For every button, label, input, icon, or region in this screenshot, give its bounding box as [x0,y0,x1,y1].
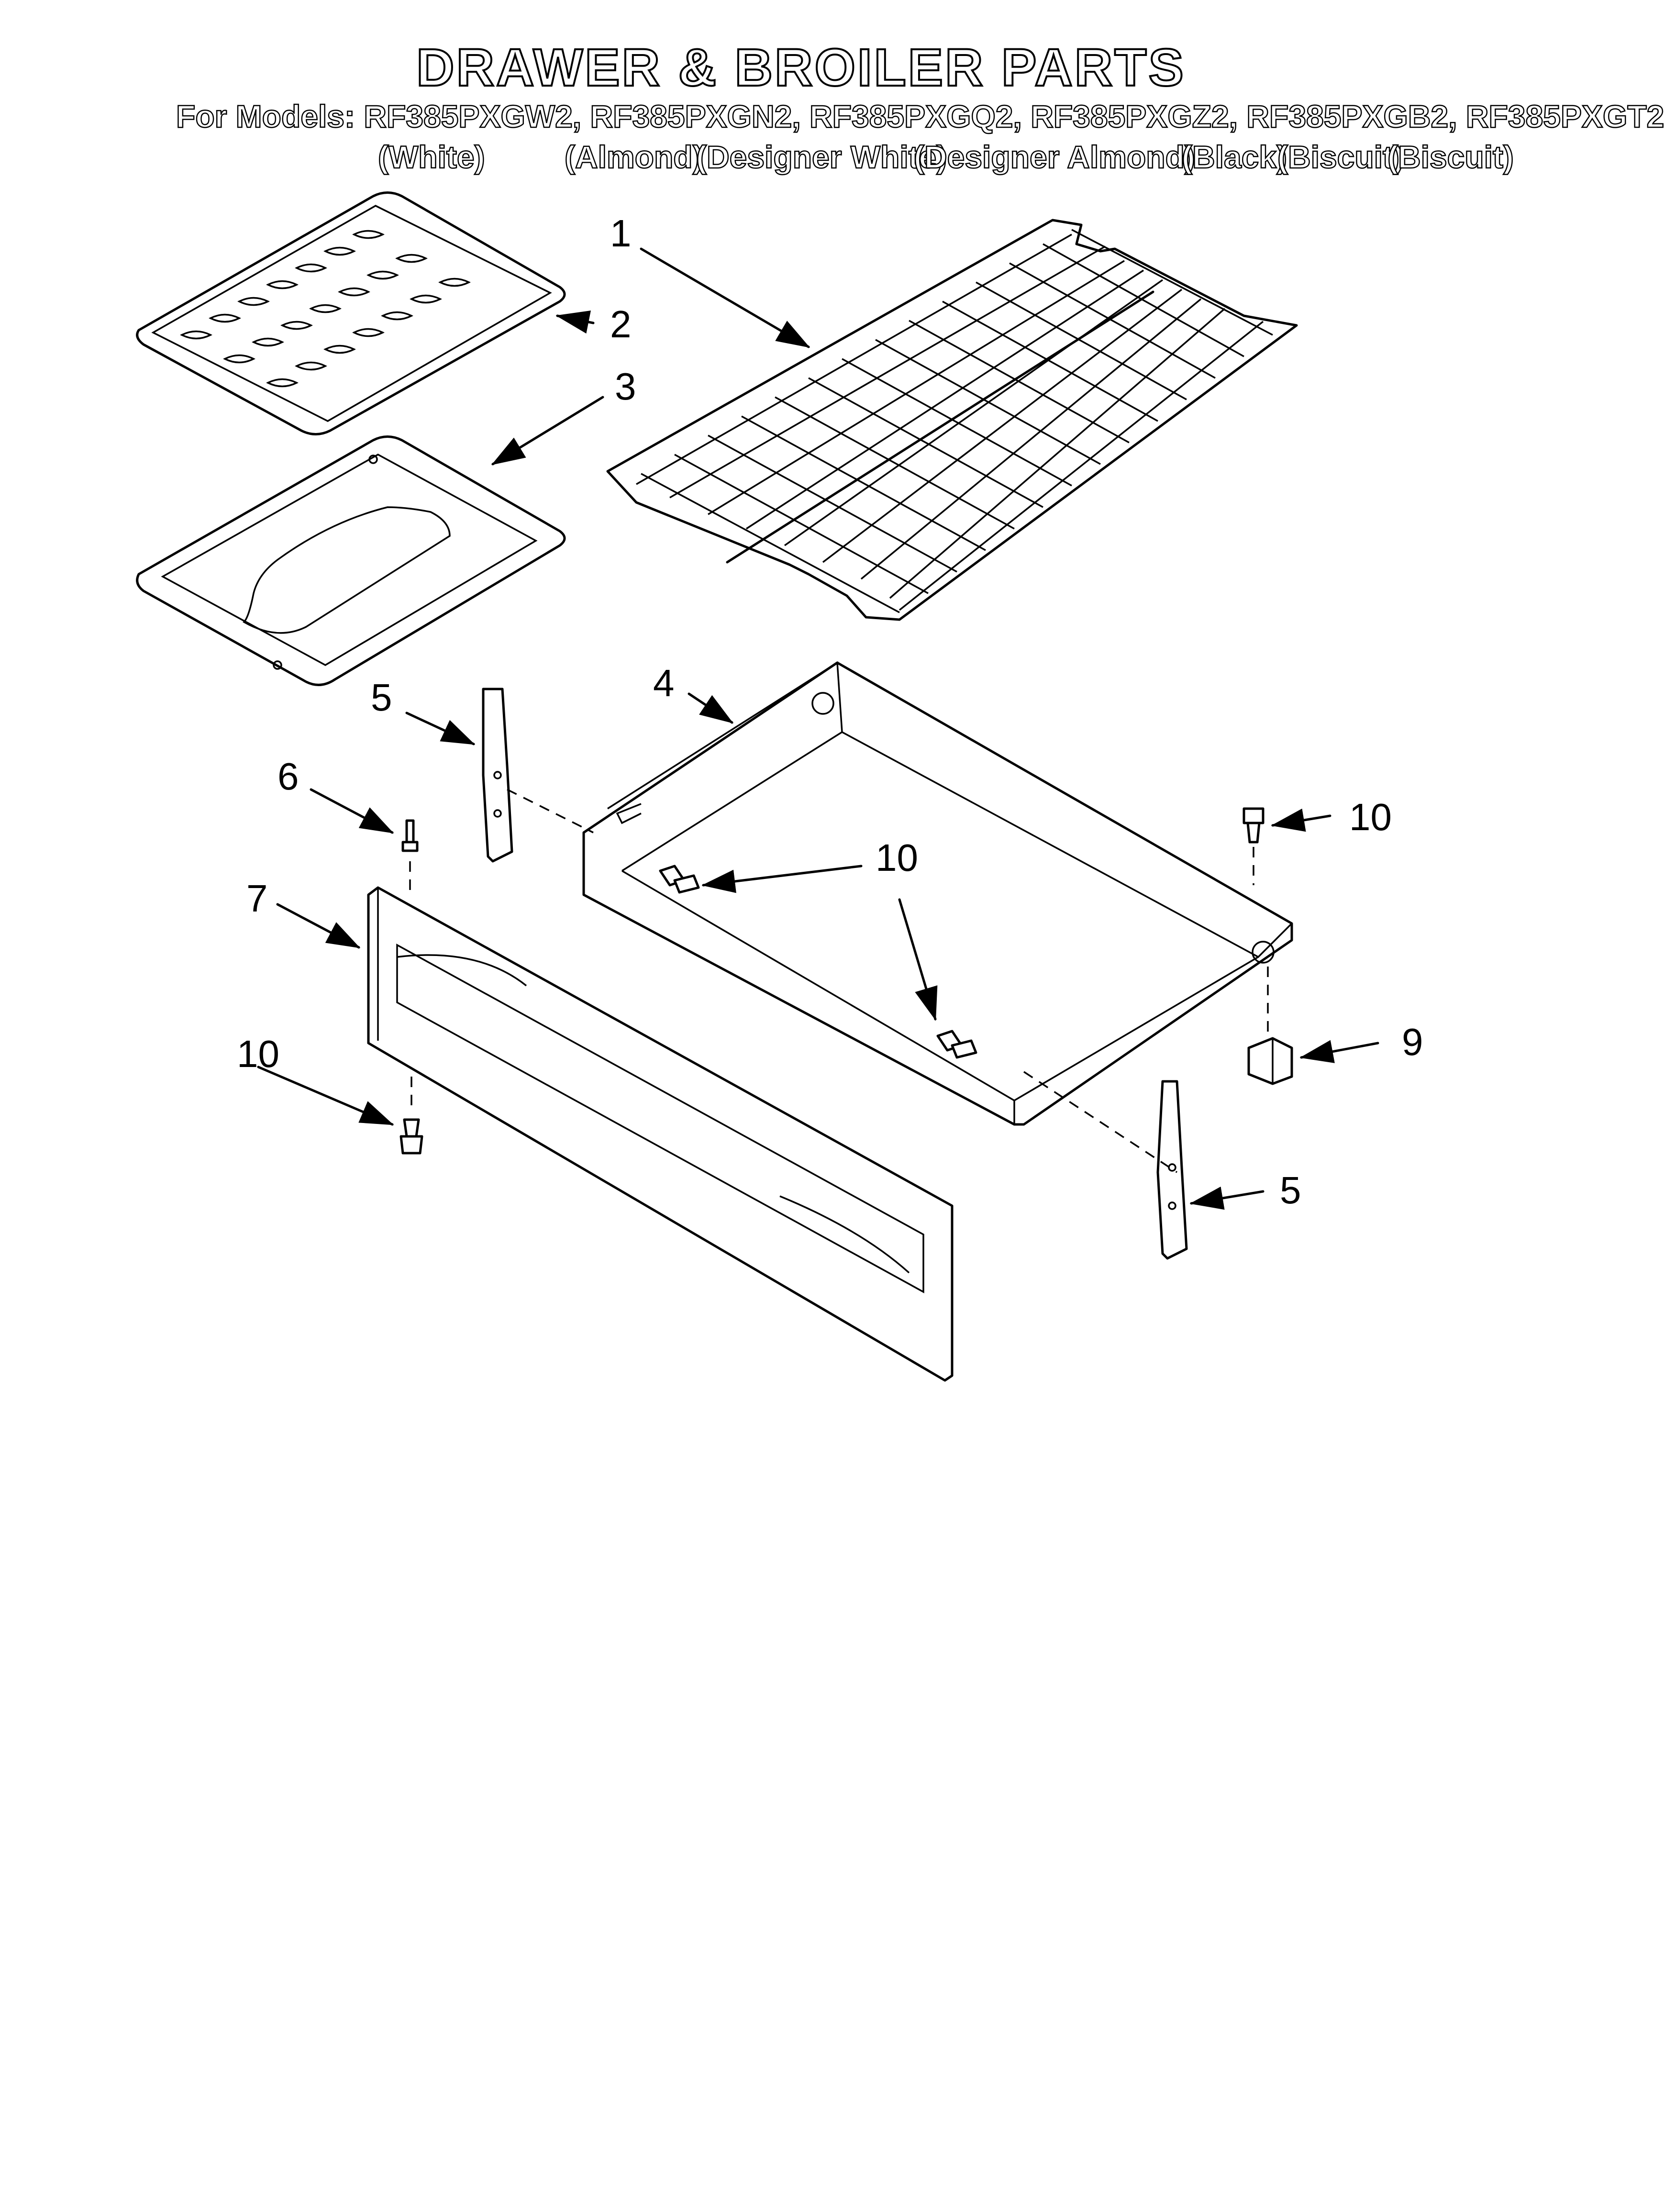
pin [401,819,419,852]
color-label-white: (White) [377,139,486,176]
screw-top-right [1242,807,1265,844]
color-label-biscuit-2: (Biscuit) [1387,139,1515,176]
page-title: DRAWER & BROILER PARTS [415,37,1186,98]
assembly-lines [409,789,1269,1173]
callout-10-middle: 10 [876,836,918,879]
screw-bottom-left [399,1118,423,1155]
exploded-view-drawing: 1 2 3 4 5 6 7 9 10 10 10 5 [136,191,1423,1382]
drawer-front-panel [367,886,954,1382]
screw-lower-middle [936,1030,977,1059]
rack-wires [636,229,1273,613]
drawer-slide-right [1156,1080,1188,1260]
callout-6: 6 [277,755,299,798]
parts-diagram-page: DRAWER & BROILER PARTS For Models: RF385… [136,37,1664,1382]
color-label-designer-almond: (Designer Almond) [913,139,1196,176]
color-label-designer-white: (Designer White) [696,139,948,176]
broiler-grid [136,191,566,435]
grid-slots [180,230,471,388]
callout-7: 7 [246,877,268,920]
callout-10-top-right: 10 [1349,796,1392,838]
drawer-slide-left [482,688,513,863]
callout-5-left: 5 [371,676,392,719]
drawer [582,661,1293,1126]
screw-middle [659,865,700,894]
leader-arrows [257,247,1379,1210]
callout-9: 9 [1402,1021,1423,1063]
models-line: For Models: RF385PXGW2, RF385PXGN2, RF38… [176,98,1664,135]
callout-4: 4 [653,662,675,704]
oven-rack [606,219,1298,621]
callout-1: 1 [610,212,632,255]
callout-10-bottom-left: 10 [237,1033,279,1075]
color-label-biscuit-1: (Biscuit) [1277,139,1405,176]
color-label-black: (Black) [1181,139,1288,176]
callout-5-right: 5 [1280,1169,1301,1212]
clip [1247,1037,1293,1085]
callout-3: 3 [615,365,636,408]
broiler-pan [136,435,566,686]
color-label-almond: (Almond) [564,139,704,176]
callout-2: 2 [610,303,632,345]
